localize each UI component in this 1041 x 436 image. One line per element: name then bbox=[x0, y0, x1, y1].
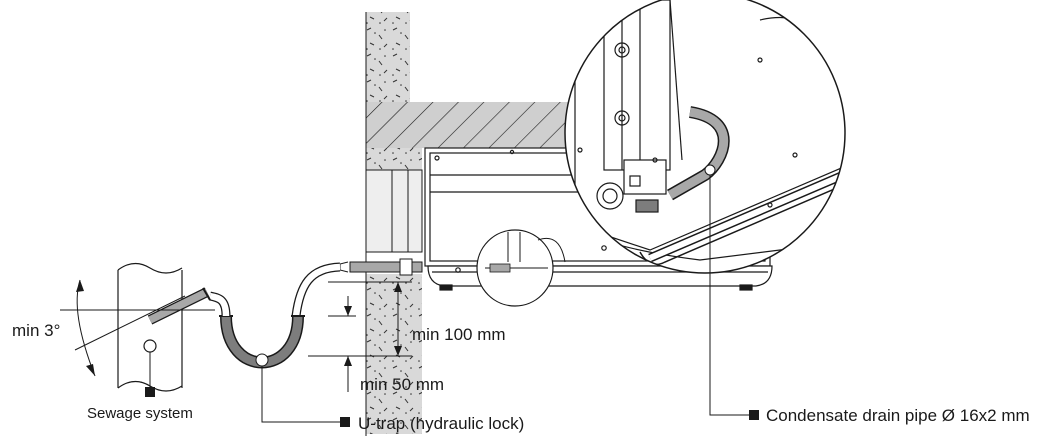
concrete-wall-upper bbox=[366, 12, 410, 102]
sewage-pipe bbox=[117, 262, 211, 392]
sewage-marker bbox=[145, 387, 155, 397]
drain-pipe-label: Condensate drain pipe Ø 16x2 mm bbox=[766, 406, 1030, 425]
u-trap-label: U-trap (hydraulic lock) bbox=[358, 414, 524, 433]
min-50-label: min 50 mm bbox=[360, 375, 444, 394]
wall-opening bbox=[365, 169, 423, 253]
drain-pipe-marker bbox=[749, 410, 759, 420]
u-trap-marker bbox=[340, 417, 350, 427]
concrete-wall-middle bbox=[366, 148, 422, 170]
dimension-100mm bbox=[308, 281, 412, 357]
min-angle-label: min 3° bbox=[12, 321, 60, 340]
concrete-wall-lower bbox=[366, 274, 422, 434]
leader-lines bbox=[149, 164, 750, 423]
zoom-detail bbox=[564, 0, 846, 274]
min-100-label: min 100 mm bbox=[412, 325, 506, 344]
dimension-50mm bbox=[328, 296, 356, 392]
detail-marker bbox=[476, 229, 566, 307]
angle-dimension bbox=[60, 279, 215, 377]
sewage-system-label: Sewage system bbox=[87, 405, 193, 422]
